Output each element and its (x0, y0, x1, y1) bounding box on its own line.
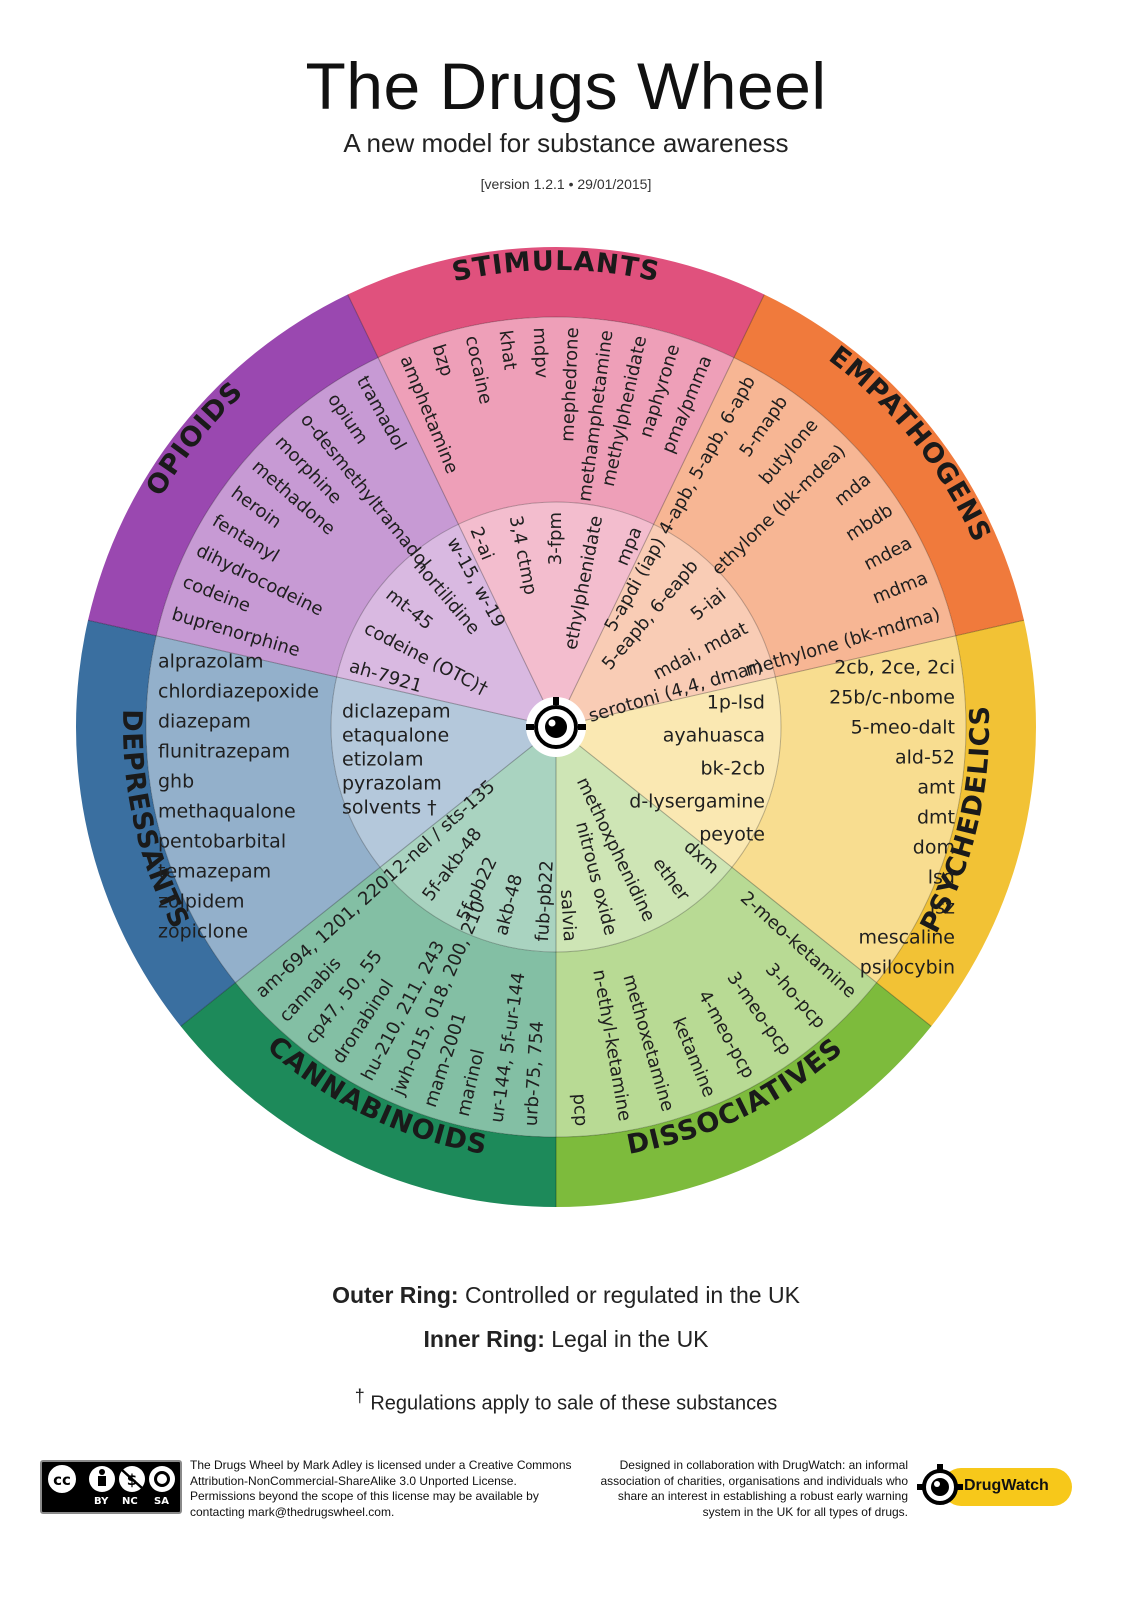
outer-ring-drug-label: flunitrazepam (158, 741, 290, 763)
sector-divider (579, 619, 1025, 723)
sector-rim-cannabinoids (180, 982, 557, 1207)
outer-ring-drug-label: 2cb, 2ce, 2ci (834, 657, 955, 679)
sector-inner-ring-empathogens (566, 524, 776, 722)
cc-label-by: BY (94, 1496, 109, 1507)
legend-outer-ring: Outer Ring: Controlled or regulated in t… (0, 1282, 1132, 1309)
outer-ring-drug-label: chlordiazepoxide (158, 681, 319, 703)
outer-ring-drug-label: 25b/c-nbome (829, 687, 955, 709)
collaboration-block: Designed in collaboration with DrugWatch… (590, 1458, 1080, 1538)
drugwatch-logo[interactable]: DrugWatch (916, 1464, 1072, 1508)
outer-ring-drug-label: temazepam (158, 861, 271, 883)
inner-ring-boundary (330, 501, 782, 953)
legend-inner-key: Inner Ring: (423, 1326, 545, 1352)
sa-icon (149, 1466, 175, 1492)
sector-outer-ring-psychedelics (731, 635, 966, 983)
license-text: The Drugs Wheel by Mark Adley is license… (190, 1458, 572, 1519)
sector-divider (565, 294, 765, 706)
cc-icon (46, 1463, 78, 1495)
outer-ring-drug-label: amt (917, 777, 955, 799)
inner-ring-drug-label: etizolam (342, 749, 423, 771)
outer-ring-drug-label: diazepam (158, 711, 251, 733)
outer-ring-drug-label: ghb (158, 771, 194, 793)
outer-ring-drug-label: alprazolam (158, 651, 263, 673)
inner-ring-drug-label: fub-pb22 (532, 860, 558, 943)
drugs-wheel: STIMULANTSEMPATHOGENSPSYCHEDELICSDISSOCI… (75, 246, 1036, 1208)
legend-outer-text: Controlled or regulated in the UK (464, 1282, 800, 1308)
license-block: cc $ BY NC SA The Drugs Wheel by Mark Ad… (40, 1458, 580, 1538)
inner-ring-drug-label: peyote (699, 824, 765, 846)
inner-ring-drug-label: etaqualone (342, 725, 449, 747)
inner-ring-drug-label: d-lysergamine (629, 791, 765, 813)
page-subtitle: A new model for substance awareness (343, 128, 789, 158)
outer-ring-drug-label: methaqualone (158, 801, 296, 823)
sector-rim-stimulants (347, 247, 765, 358)
outer-ring-drug-label: dom (913, 837, 955, 859)
sector-inner-ring-cannabinoids (380, 741, 557, 952)
drugwatch-logo-pill (942, 1468, 1072, 1506)
outer-ring-drug-label: lsz (930, 897, 955, 919)
outer-ring-drug-label: 5-meo-dalt (851, 717, 955, 739)
regulation-note-text: Regulations apply to sale of these subst… (370, 1392, 778, 1415)
inner-ring-drug-label: 3-fpm (545, 512, 566, 565)
sector-outer-ring-stimulants (378, 317, 734, 525)
cc-label-sa: SA (154, 1496, 169, 1507)
outer-ring-drug-label: zolpidem (158, 891, 244, 913)
rim-boundary (145, 316, 967, 1138)
outer-ring-drug-label: mescaline (859, 927, 955, 949)
sector-inner-ring-opioids (336, 524, 546, 722)
sector-divider (574, 741, 932, 1027)
sector-outer-ring-cannabinoids (235, 867, 557, 1137)
inner-ring-drug-label: ayahuasca (663, 725, 765, 747)
sector-rim-depressants (75, 620, 236, 1027)
inner-ring-drug-label: 1p-lsd (707, 692, 765, 714)
sector-inner-ring-stimulants (458, 502, 654, 706)
sector-divider (180, 741, 538, 1027)
inner-ring-drug-label: pyrazolam (342, 773, 442, 795)
sector-outer-ring-dissociatives (555, 867, 877, 1137)
outer-ring-drug-label: psilocybin (860, 957, 955, 979)
outer-ring-drug-label: mephedrone (557, 327, 583, 442)
sector-inner-ring-psychedelics (574, 676, 781, 868)
inner-ring-drug-label: diclazepam (342, 701, 451, 723)
sector-divider (347, 294, 547, 706)
creative-commons-badge[interactable]: cc $ BY NC SA (40, 1460, 182, 1514)
version-label: [version 1.2.1 • 29/01/2015] (480, 176, 652, 192)
outer-ring-drug-label: dmt (917, 807, 955, 829)
sector-outer-ring-empathogens (653, 357, 956, 677)
dagger-symbol: † (354, 1386, 365, 1406)
collaboration-text: Designed in collaboration with DrugWatch… (600, 1458, 908, 1519)
regulation-note: † Regulations apply to sale of these sub… (0, 1386, 1132, 1416)
sector-rim-empathogens (733, 294, 1024, 636)
cc-label-nc: NC (122, 1496, 138, 1507)
sector-inner-ring-dissociatives (555, 741, 732, 952)
inner-ring-drug-label: bk-2cb (700, 758, 765, 780)
outer-ring-drug-label: khat (495, 329, 521, 371)
sector-inner-ring-depressants (331, 676, 538, 868)
sector-outer-ring-depressants (146, 635, 381, 983)
outer-ring-drug-label: zopiclone (158, 921, 248, 943)
legend-inner-ring: Inner Ring: Legal in the UK (0, 1326, 1132, 1353)
outer-ring-drug-label: pentobarbital (158, 831, 286, 853)
svg-text:cc: cc (53, 1471, 71, 1489)
cc-icons: cc $ (46, 1463, 175, 1495)
inner-ring-drug-label: solvents † (342, 797, 437, 819)
outer-ring-drug-label: ald-52 (895, 747, 955, 769)
sector-rim-psychedelics (876, 620, 1036, 1027)
sector-outer-ring-opioids (156, 357, 459, 677)
drugwatch-logo-eye-icon (917, 1464, 963, 1505)
legend-inner-text: Legal in the UK (551, 1326, 709, 1352)
sector-rim-opioids (88, 294, 379, 636)
inner-ring-drug-label: salvia (556, 889, 580, 942)
sector-divider (87, 619, 533, 723)
page-title: The Drugs Wheel (305, 49, 827, 123)
drugwatch-eye-icon (526, 697, 586, 757)
outer-ring-drug-label: mdpv (529, 327, 552, 379)
outer-ring-drug-label: pcp (568, 1093, 591, 1127)
legend-outer-key: Outer Ring: (332, 1282, 459, 1308)
sector-rim-dissociatives (555, 982, 932, 1207)
outer-ring-drug-label: lsd (928, 867, 955, 889)
drugwatch-logo-text: DrugWatch (964, 1477, 1049, 1494)
